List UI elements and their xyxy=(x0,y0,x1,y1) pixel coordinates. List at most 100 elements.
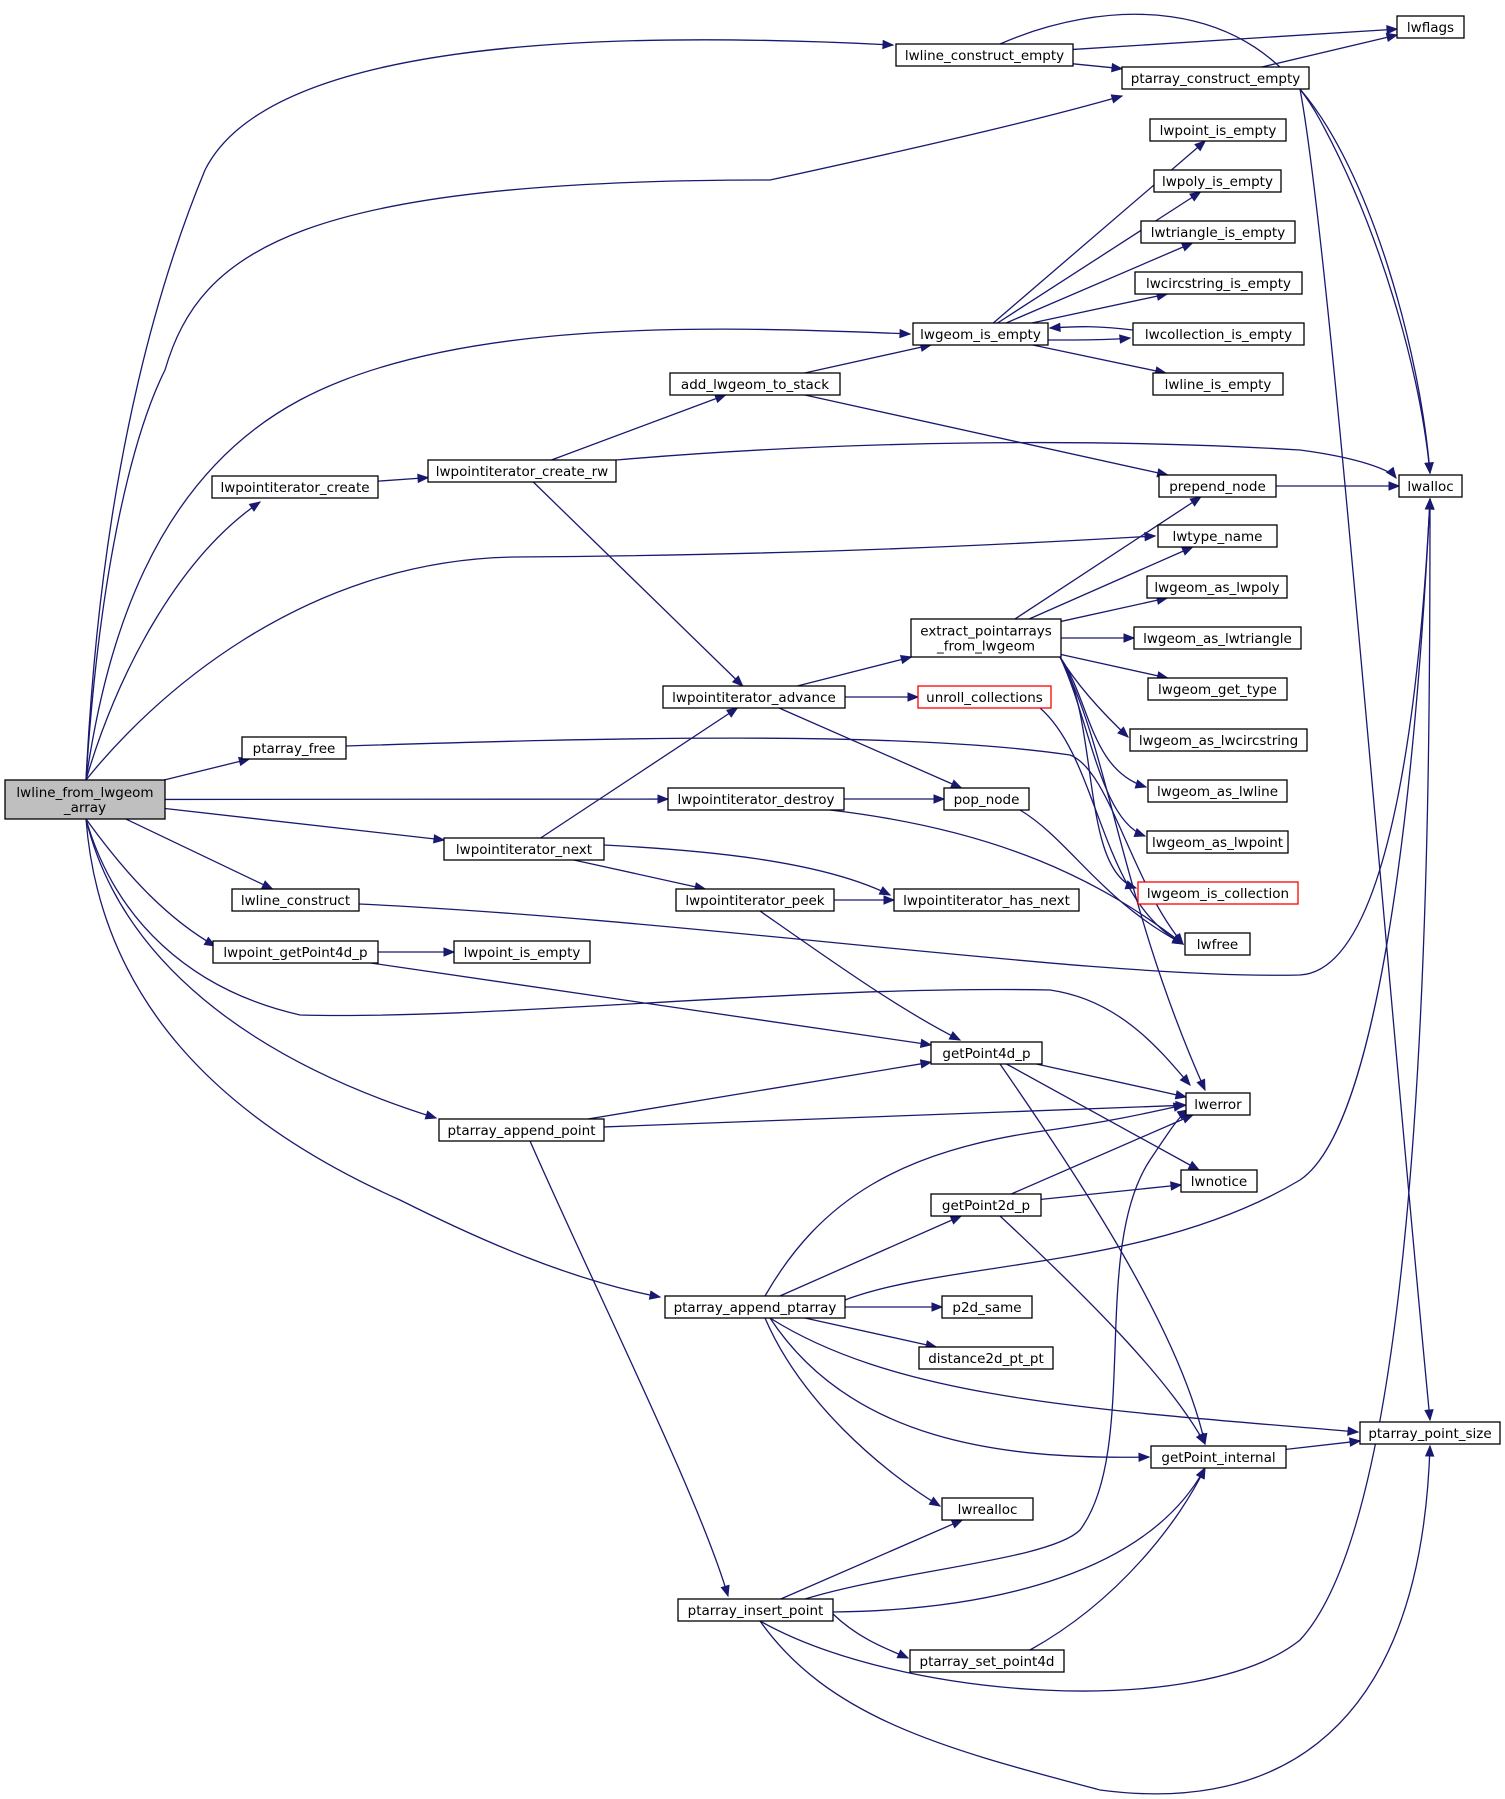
node-label: lwgeom_is_collection xyxy=(1147,886,1289,902)
node-box xyxy=(453,940,591,964)
edge-lwline_construct_empty-to-lwalloc xyxy=(999,13,1431,474)
edge-root-to-ptarray_append_point xyxy=(85,818,437,1119)
node-distance2d-pt-pt[interactable]: distance2d_pt_pt xyxy=(918,1346,1054,1370)
node-box xyxy=(438,1118,605,1142)
edge-ptarray_append_point-to-getPoint4d_p xyxy=(587,1061,932,1120)
node-label: add_lwgeom_to_stack xyxy=(681,377,829,393)
node-root[interactable]: lwline_from_lwgeom_array xyxy=(4,779,166,820)
node-lwnotice[interactable]: lwnotice xyxy=(1180,1169,1258,1193)
edge-root-to-lwerror xyxy=(85,818,1191,1086)
node-lwpoint-getPoint4d-p[interactable]: lwpoint_getPoint4d_p xyxy=(212,940,379,964)
node-lwline-is-empty[interactable]: lwline_is_empty xyxy=(1152,372,1284,396)
node-box xyxy=(941,1295,1033,1319)
edge-ptarray_append_ptarray-to-distance2d_pt_pt xyxy=(804,1317,937,1348)
edge-lwgeom_is_empty-to-lwline_is_empty xyxy=(1032,344,1166,374)
node-lwpoint-is-empty-b[interactable]: lwpoint_is_empty xyxy=(453,940,591,964)
arrowhead-ptarray_insert_point-to-lwalloc xyxy=(1425,497,1435,510)
arrowhead-getPoint_internal-to-ptarray_point_size xyxy=(1349,1437,1362,1447)
node-prepend-node[interactable]: prepend_node xyxy=(1158,474,1277,498)
node-lwpointiterator-create[interactable]: lwpointiterator_create xyxy=(211,475,379,499)
node-lwpoly-is-empty[interactable]: lwpoly_is_empty xyxy=(1153,169,1282,193)
node-box xyxy=(231,888,360,912)
node-ptarray-set-point4d[interactable]: ptarray_set_point4d xyxy=(909,1649,1065,1673)
node-ptarray-point-size[interactable]: ptarray_point_size xyxy=(1359,1421,1501,1445)
edge-root-to-lwpointiterator_create xyxy=(85,501,261,781)
node-lwgeom-as-lwpoly[interactable]: lwgeom_as_lwpoly xyxy=(1146,575,1288,599)
node-label: lwpoint_is_empty xyxy=(464,945,581,961)
node-lwline-construct[interactable]: lwline_construct xyxy=(231,888,360,912)
node-getPoint-internal[interactable]: getPoint_internal xyxy=(1150,1445,1287,1469)
node-lwcircstring-is-empty[interactable]: lwcircstring_is_empty xyxy=(1134,271,1303,295)
node-label: lwgeom_is_empty xyxy=(920,327,1041,343)
node-lwgeom-get-type[interactable]: lwgeom_get_type xyxy=(1147,677,1288,701)
arrowhead-prepend_node-to-lwalloc xyxy=(1388,481,1401,491)
edge-extract_pointarrays-to-lwgeom_as_lwcircstring xyxy=(1059,656,1129,738)
node-box xyxy=(1146,575,1288,599)
node-label: _from_lwgeom xyxy=(936,639,1035,655)
node-lwpointiterator-create-rw[interactable]: lwpointiterator_create_rw xyxy=(427,459,617,483)
node-lwflags[interactable]: lwflags xyxy=(1396,15,1465,39)
node-lwgeom-is-collection[interactable]: lwgeom_is_collection xyxy=(1137,881,1299,905)
node-lwgeom-is-empty[interactable]: lwgeom_is_empty xyxy=(912,322,1049,346)
arrowhead-extract_pointarrays-to-lwtype_name xyxy=(1181,546,1194,556)
node-lwalloc[interactable]: lwalloc xyxy=(1398,474,1463,498)
node-lwgeom-as-lwpoint[interactable]: lwgeom_as_lwpoint xyxy=(1146,830,1289,854)
node-label: ptarray_construct_empty xyxy=(1131,71,1300,87)
node-lwline-construct-empty[interactable]: lwline_construct_empty xyxy=(895,43,1074,67)
edge-lwgeom_is_empty-to-lwcircstring_is_empty xyxy=(1031,293,1168,324)
node-unroll-collections[interactable]: unroll_collections xyxy=(917,685,1052,709)
arrowhead-ptarray_insert_point-to-lwerror xyxy=(1176,1109,1190,1120)
node-box xyxy=(677,1598,834,1622)
arrowhead-ptarray_append_point-to-getPoint4d_p xyxy=(919,1059,933,1069)
node-lwerror[interactable]: lwerror xyxy=(1185,1092,1251,1116)
edge-lwpointiterator_create_rw-to-lwalloc xyxy=(615,441,1397,479)
node-lwgeom-as-lwline[interactable]: lwgeom_as_lwline xyxy=(1147,779,1288,803)
node-pop-node[interactable]: pop_node xyxy=(943,787,1030,811)
arrowhead-root-to-lwline_construct xyxy=(260,880,274,890)
node-p2d-same[interactable]: p2d_same xyxy=(941,1295,1033,1319)
node-ptarray-append-ptarray[interactable]: ptarray_append_ptarray xyxy=(664,1295,846,1319)
node-ptarray-insert-point[interactable]: ptarray_insert_point xyxy=(677,1598,834,1622)
node-ptarray-free[interactable]: ptarray_free xyxy=(241,736,347,760)
node-box xyxy=(667,787,845,811)
node-lwpoint-is-empty-a[interactable]: lwpoint_is_empty xyxy=(1149,118,1287,142)
node-box xyxy=(1133,626,1302,650)
node-add-lwgeom-to-stack[interactable]: add_lwgeom_to_stack xyxy=(669,372,841,396)
node-box xyxy=(1150,1445,1287,1469)
node-box xyxy=(1152,372,1284,396)
node-lwfree[interactable]: lwfree xyxy=(1184,932,1251,956)
node-lwtriangle-is-empty[interactable]: lwtriangle_is_empty xyxy=(1140,220,1296,244)
edge-getPoint2d_p-to-getPoint_internal xyxy=(999,1215,1206,1445)
node-box xyxy=(1140,220,1296,244)
node-lwtype-name[interactable]: lwtype_name xyxy=(1157,524,1278,548)
node-lwgeom-as-lwtriangle[interactable]: lwgeom_as_lwtriangle xyxy=(1133,626,1302,650)
node-getPoint4d-p[interactable]: getPoint4d_p xyxy=(930,1041,1043,1065)
node-box xyxy=(918,1346,1054,1370)
edge-extract_pointarrays-to-lwgeom_as_lwpoly xyxy=(1060,597,1168,623)
node-lwcollection-is-empty[interactable]: lwcollection_is_empty xyxy=(1132,322,1305,346)
node-label: lwtype_name xyxy=(1173,529,1263,545)
node-ptarray-append-point[interactable]: ptarray_append_point xyxy=(438,1118,605,1142)
node-lwpointiterator-next[interactable]: lwpointiterator_next xyxy=(443,837,605,861)
node-extract-pointarrays[interactable]: extract_pointarrays_from_lwgeom xyxy=(910,618,1062,658)
node-box xyxy=(211,475,379,499)
arrowhead-lwpointiterator_advance-to-unroll_collections xyxy=(907,692,920,702)
node-label: lwgeom_as_lwcircstring xyxy=(1139,733,1298,749)
node-box xyxy=(1134,271,1303,295)
node-box xyxy=(893,888,1080,912)
node-lwpointiterator-peek[interactable]: lwpointiterator_peek xyxy=(675,888,835,912)
arrowhead-root-to-lwerror xyxy=(1179,1073,1191,1087)
node-lwpointiterator-advance[interactable]: lwpointiterator_advance xyxy=(662,685,846,709)
node-ptarray-construct-empty[interactable]: ptarray_construct_empty xyxy=(1121,66,1310,90)
node-label: ptarray_append_point xyxy=(447,1123,595,1139)
node-lwrealloc[interactable]: lwrealloc xyxy=(941,1497,1034,1521)
node-getPoint2d-p[interactable]: getPoint2d_p xyxy=(930,1193,1042,1217)
edge-root-to-ptarray_free xyxy=(163,758,250,781)
arrowhead-root-to-lwpointiterator_create xyxy=(248,501,262,512)
edge-ptarray_append_ptarray-to-getPoint_internal xyxy=(769,1317,1150,1458)
arrowhead-root-to-lwpointiterator_next xyxy=(433,834,446,844)
node-lwpointiterator-destroy[interactable]: lwpointiterator_destroy xyxy=(667,787,845,811)
node-lwpointiterator-has-next[interactable]: lwpointiterator_has_next xyxy=(893,888,1080,912)
node-lwgeom-as-lwcircstring[interactable]: lwgeom_as_lwcircstring xyxy=(1129,728,1308,752)
